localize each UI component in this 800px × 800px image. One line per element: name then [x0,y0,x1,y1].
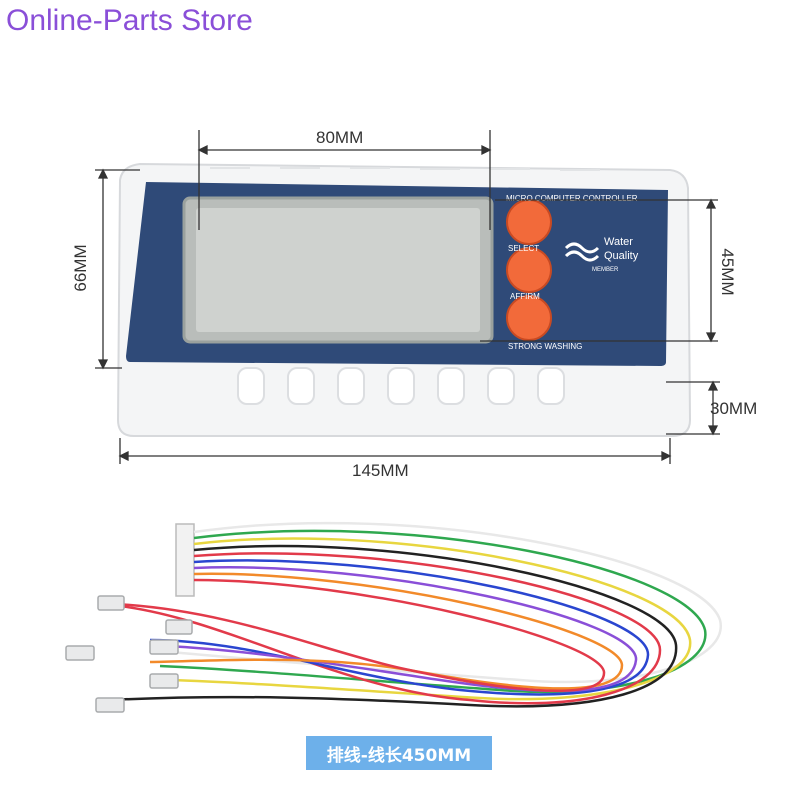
panel-title: MICRO COMPUTER CONTROLLER [506,194,638,203]
dim-145mm: 145MM [352,461,409,480]
cable-harness [65,521,722,713]
water-quality-logo [564,242,600,262]
strong-washing-label: STRONG WASHING [508,342,582,351]
dim-80mm: 80MM [316,128,363,147]
affirm-button [506,247,552,293]
dim-30mm: 30MM [710,399,757,418]
brand-sub: MEMBER [592,267,619,273]
strong-washing-button [506,295,552,341]
brand-line-1: Water [604,236,633,248]
affirm-label: AFFIRM [510,292,540,301]
connector [175,523,195,597]
select-label: SELECT [508,244,539,253]
controller-device [116,162,692,437]
cable-length-label: 排线-线长450MM [306,736,492,770]
select-button [506,199,552,245]
dim-66mm: 66MM [71,244,90,291]
spade-terminals [65,595,193,713]
dimension-lines [95,130,720,464]
dim-45mm: 45MM [718,248,737,295]
brand-line-2: Quality [604,250,639,262]
store-name: Online-Parts Store [6,4,253,37]
